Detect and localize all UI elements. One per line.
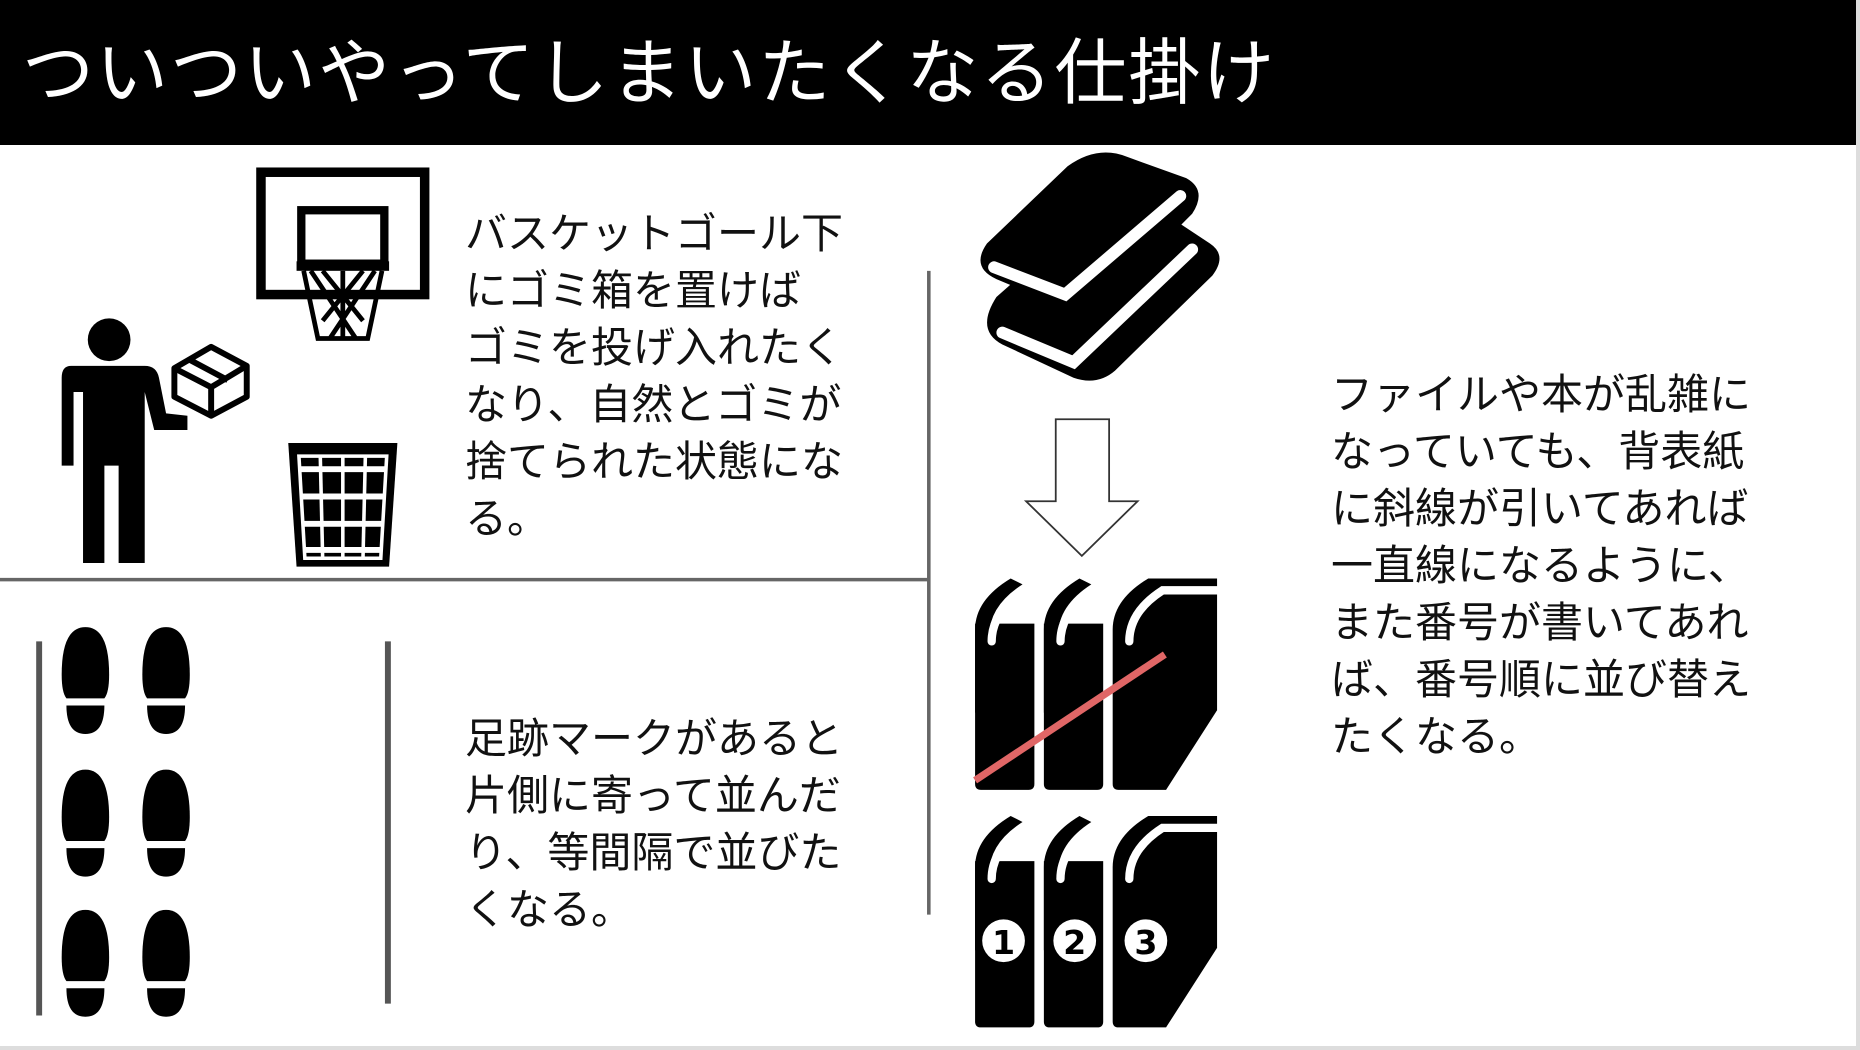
footprint-icon bbox=[142, 909, 190, 1017]
books-description: ファイルや本が乱雑に なっていても、背表紙 に斜線が引いてあれば 一直線になるよ… bbox=[1331, 370, 1752, 761]
slide-border-right bbox=[1856, 0, 1860, 1050]
box-icon bbox=[171, 343, 250, 419]
footprint-icon bbox=[142, 627, 190, 735]
slide-border-bottom bbox=[0, 1046, 1860, 1050]
diagonal-line bbox=[973, 651, 1167, 784]
title-bar: ついついやってしまいたくなる仕掛け bbox=[0, 0, 1860, 145]
book-icon bbox=[1113, 816, 1217, 1027]
books-icon-diagonal bbox=[975, 578, 1217, 789]
books-icon-numbered: 1 2 3 bbox=[975, 816, 1217, 1027]
book-icon bbox=[1113, 578, 1217, 789]
footprint-icon bbox=[61, 769, 110, 877]
basketball-hoop-icon bbox=[256, 167, 430, 341]
book-number: 2 bbox=[1063, 923, 1086, 962]
trash-basket-icon bbox=[288, 443, 398, 567]
book-number: 3 bbox=[1134, 923, 1157, 962]
book-icon bbox=[1044, 578, 1103, 789]
stacked-books-icon bbox=[980, 152, 1220, 381]
slide-title: ついついやってしまいたくなる仕掛け bbox=[22, 31, 1277, 115]
footprints-description: 足跡マークがあると 片側に寄って並んだ り、等間隔で並びた くなる。 bbox=[465, 714, 844, 934]
footprint-icon bbox=[61, 909, 110, 1017]
person-icon bbox=[61, 318, 188, 564]
footprints-area bbox=[36, 627, 391, 1017]
footprint-icon bbox=[61, 627, 110, 735]
footprint-icon bbox=[142, 769, 190, 877]
down-arrow-icon bbox=[1023, 418, 1140, 558]
basketball-description: バスケットゴール下 にゴミ箱を置けば ゴミを投げ入れたく なり、自然とゴミが 捨… bbox=[465, 209, 844, 543]
book-number: 1 bbox=[992, 923, 1015, 962]
